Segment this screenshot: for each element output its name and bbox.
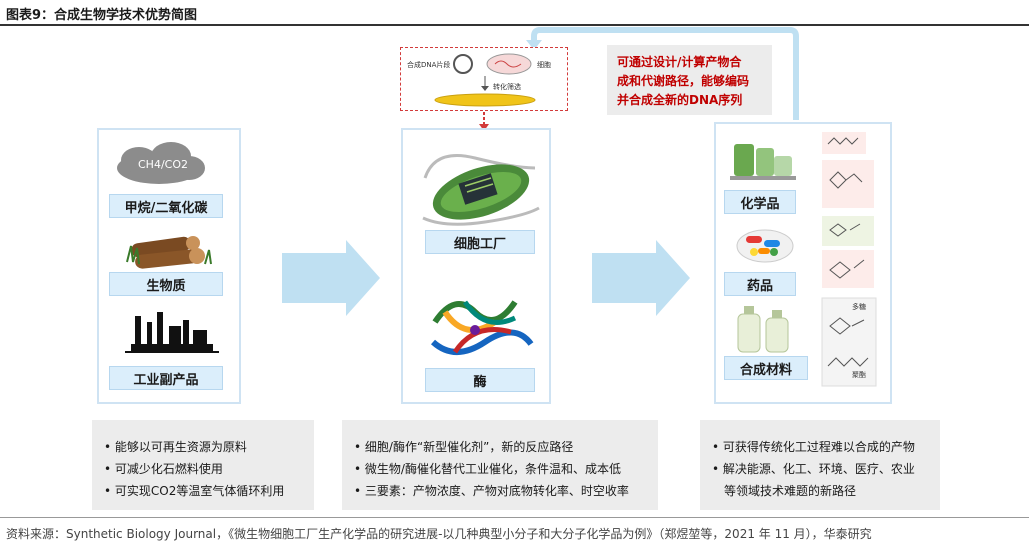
flow-arrow-2 xyxy=(592,240,690,316)
plastic-bottles-icon xyxy=(737,306,789,353)
chemical-barrels-icon xyxy=(730,144,796,180)
bullet-item-continuation: 等领域技术难题的新路径 xyxy=(724,484,857,498)
bullet-item: 细胞/酶作“新型催化剂”，新的反应路径 xyxy=(354,436,646,458)
enzyme-icon xyxy=(430,300,534,355)
design-note-line: 可通过设计/计算产物合 xyxy=(617,55,742,69)
bullet-item: 解决能源、化工、环境、医疗、农业 xyxy=(712,458,928,480)
bullets-middle: 细胞/酶作“新型催化剂”，新的反应路径 微生物/酶催化替代工业催化，条件温和、成… xyxy=(342,420,658,510)
footer-rule xyxy=(0,517,1029,518)
outputs-panel: 化学品 药品 合成材料 多糖 聚酯 xyxy=(714,122,892,404)
design-note: 可通过设计/计算产物合 成和代谢路径，能够编码 并合成全新的DNA序列 xyxy=(607,45,772,115)
design-note-line: 并合成全新的DNA序列 xyxy=(617,93,743,107)
output-label-materials: 合成材料 xyxy=(724,356,808,380)
middle-label-cell-factory: 细胞工厂 xyxy=(425,230,535,254)
molecular-structures-icon xyxy=(821,132,877,387)
flow-arrow-1 xyxy=(282,240,380,316)
bullet-item: 能够以可再生资源为原料 xyxy=(104,436,302,458)
transform-label: 转化筛选 xyxy=(493,83,521,91)
dna-diagram-icon xyxy=(434,53,536,107)
design-note-line: 成和代谢路径，能够编码 xyxy=(617,74,750,88)
struct-label-polyester: 聚酯 xyxy=(852,371,866,379)
bullet-item: 微生物/酶催化替代工业催化，条件温和、成本低 xyxy=(354,458,646,480)
input-label-byproduct: 工业副产品 xyxy=(109,366,223,390)
bullets-left: 能够以可再生资源为原料 可减少化石燃料使用 可实现CO2等温室气体循环利用 xyxy=(92,420,314,510)
output-label-drugs: 药品 xyxy=(724,272,796,296)
biomass-logs-icon xyxy=(126,236,212,269)
feedback-loop-arrow xyxy=(531,27,799,120)
catalyst-panel: 细胞工厂 酶 xyxy=(401,128,551,404)
factory-icon xyxy=(125,312,219,353)
feedback-arrow-head xyxy=(526,40,542,50)
title-rule xyxy=(0,24,1029,26)
pills-icon xyxy=(736,229,794,263)
inputs-panel: CH4/CO2 甲烷/二氧化碳 生物质 工业副产品 xyxy=(97,128,241,404)
dna-synthesis-box: 合成DNA片段 细胞 转化筛选 xyxy=(400,47,568,111)
input-label-biomass: 生物质 xyxy=(109,272,223,296)
struct-label-polysaccharide: 多糖 xyxy=(852,303,866,311)
dna-fragment-label: 合成DNA片段 xyxy=(407,61,451,69)
bullet-item: 可减少化石燃料使用 xyxy=(104,458,302,480)
bullet-item: 可获得传统化工过程难以合成的产物 xyxy=(712,436,928,458)
figure-title: 图表9：合成生物学技术优势简图 xyxy=(6,8,198,23)
input-label-methane: 甲烷/二氧化碳 xyxy=(109,194,223,218)
cloud-formula: CH4/CO2 xyxy=(138,158,188,171)
bullet-item: 三要素：产物浓度、产物对底物转化率、时空收率 xyxy=(354,480,646,502)
bullet-item: 可实现CO2等温室气体循环利用 xyxy=(104,480,302,502)
source-note: 资料来源：Synthetic Biology Journal，《微生物细胞工厂生… xyxy=(6,527,872,541)
bullets-right: 可获得传统化工过程难以合成的产物 解决能源、化工、环境、医疗、农业 等领域技术难… xyxy=(700,420,940,510)
middle-label-enzyme: 酶 xyxy=(425,368,535,392)
cell-label: 细胞 xyxy=(537,61,551,69)
red-arrow-head xyxy=(479,124,489,131)
cell-factory-icon xyxy=(422,154,540,226)
cloud-icon xyxy=(117,142,205,184)
output-label-chemicals: 化学品 xyxy=(724,190,796,214)
